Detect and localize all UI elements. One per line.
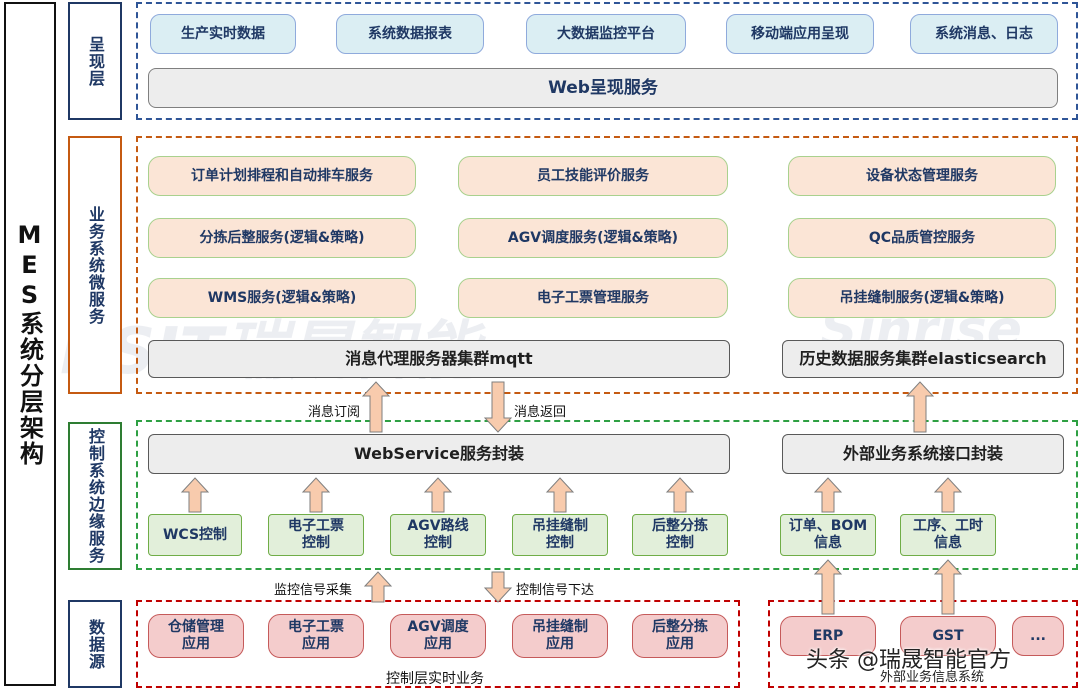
arrow-monitor-up xyxy=(363,571,393,603)
control-hanging-sewing: 吊挂缝制 控制 xyxy=(512,514,608,556)
mqtt-cluster: 消息代理服务器集群mqtt xyxy=(148,340,730,378)
arrow-subscribe-up xyxy=(361,381,391,433)
elasticsearch-cluster: 历史数据服务集群elasticsearch xyxy=(782,340,1064,378)
source-warehouse: 仓储管理 应用 xyxy=(148,614,244,658)
source-sorting: 后整分拣 应用 xyxy=(632,614,728,658)
layer-label-presentation: 呈现层 xyxy=(68,2,122,120)
flow-label-subscribe: 消息订阅 xyxy=(308,405,361,420)
control-wcs: WCS控制 xyxy=(148,514,242,556)
credit-watermark: 头条 @瑞晟智能官方 xyxy=(806,648,1011,673)
arrow-external-up-1 xyxy=(933,477,963,513)
arrow-group xyxy=(180,381,963,615)
pres-item-bigdata: 大数据监控平台 xyxy=(526,14,686,54)
external-interface-wrapper: 外部业务系统接口封装 xyxy=(782,434,1064,474)
layer-label-control: 控制系统边缘服务 xyxy=(68,422,122,570)
arrow-control-up-0 xyxy=(180,477,210,513)
business-frame xyxy=(136,136,1078,394)
service-agv-dispatch: AGV调度服务(逻辑&策略) xyxy=(458,218,728,258)
layer-label-data-source: 数据源 xyxy=(68,600,122,688)
control-frame xyxy=(136,420,1078,570)
flow-label-return: 消息返回 xyxy=(514,405,567,420)
pres-item-reports: 系统数据报表 xyxy=(336,14,484,54)
external-source-frame xyxy=(768,600,1078,688)
service-skill-evaluation: 员工技能评价服务 xyxy=(458,156,728,196)
source-e-ticket: 电子工票 应用 xyxy=(268,614,364,658)
service-equipment-status: 设备状态管理服务 xyxy=(788,156,1056,196)
service-order-scheduling: 订单计划排程和自动排车服务 xyxy=(148,156,416,196)
arrow-erp-up xyxy=(813,559,843,615)
web-presentation-service: Web呈现服务 xyxy=(148,68,1058,108)
control-e-ticket: 电子工票 控制 xyxy=(268,514,364,556)
arrow-return-down xyxy=(483,381,513,433)
arrow-gst-up xyxy=(933,559,963,615)
service-sorting: 分拣后整服务(逻辑&策略) xyxy=(148,218,416,258)
diagram-title: MES系统分层架构 xyxy=(4,2,56,686)
source-agv: AGV调度 应用 xyxy=(390,614,486,658)
control-process-hours: 工序、工时 信息 xyxy=(900,514,996,556)
internal-source-caption: 控制层实时业务 xyxy=(386,671,484,687)
source-erp: ERP xyxy=(780,616,876,656)
source-more: ... xyxy=(1012,616,1064,656)
arrow-control-up-1 xyxy=(301,477,331,513)
source-gst: GST xyxy=(900,616,996,656)
flow-label-monitor: 监控信号采集 xyxy=(274,583,353,598)
layer-label-business: 业务系统微服务 xyxy=(68,136,122,394)
presentation-frame xyxy=(136,2,1078,120)
arrow-command-down xyxy=(483,571,513,603)
service-e-ticket: 电子工票管理服务 xyxy=(458,278,728,318)
service-hanging-sewing: 吊挂缝制服务(逻辑&策略) xyxy=(788,278,1056,318)
pres-item-logs: 系统消息、日志 xyxy=(910,14,1058,54)
arrow-control-up-4 xyxy=(665,477,695,513)
internal-source-frame xyxy=(136,600,740,688)
external-source-caption: 外部业务信息系统 xyxy=(880,670,985,685)
arrow-external-up-0 xyxy=(813,477,843,513)
control-sorting: 后整分拣 控制 xyxy=(632,514,728,556)
arrow-to-elastic xyxy=(905,381,935,433)
arrow-control-up-3 xyxy=(545,477,575,513)
service-qc: QC品质管控服务 xyxy=(788,218,1056,258)
flow-label-command: 控制信号下达 xyxy=(516,583,595,598)
webservice-wrapper: WebService服务封装 xyxy=(148,434,730,474)
service-wms: WMS服务(逻辑&策略) xyxy=(148,278,416,318)
arrow-control-up-2 xyxy=(423,477,453,513)
control-order-bom: 订单、BOM 信息 xyxy=(780,514,876,556)
pres-item-mobile: 移动端应用呈现 xyxy=(726,14,874,54)
pres-item-realtime: 生产实时数据 xyxy=(150,14,296,54)
control-agv-route: AGV路线 控制 xyxy=(390,514,486,556)
source-hanging-sewing: 吊挂缝制 应用 xyxy=(512,614,608,658)
